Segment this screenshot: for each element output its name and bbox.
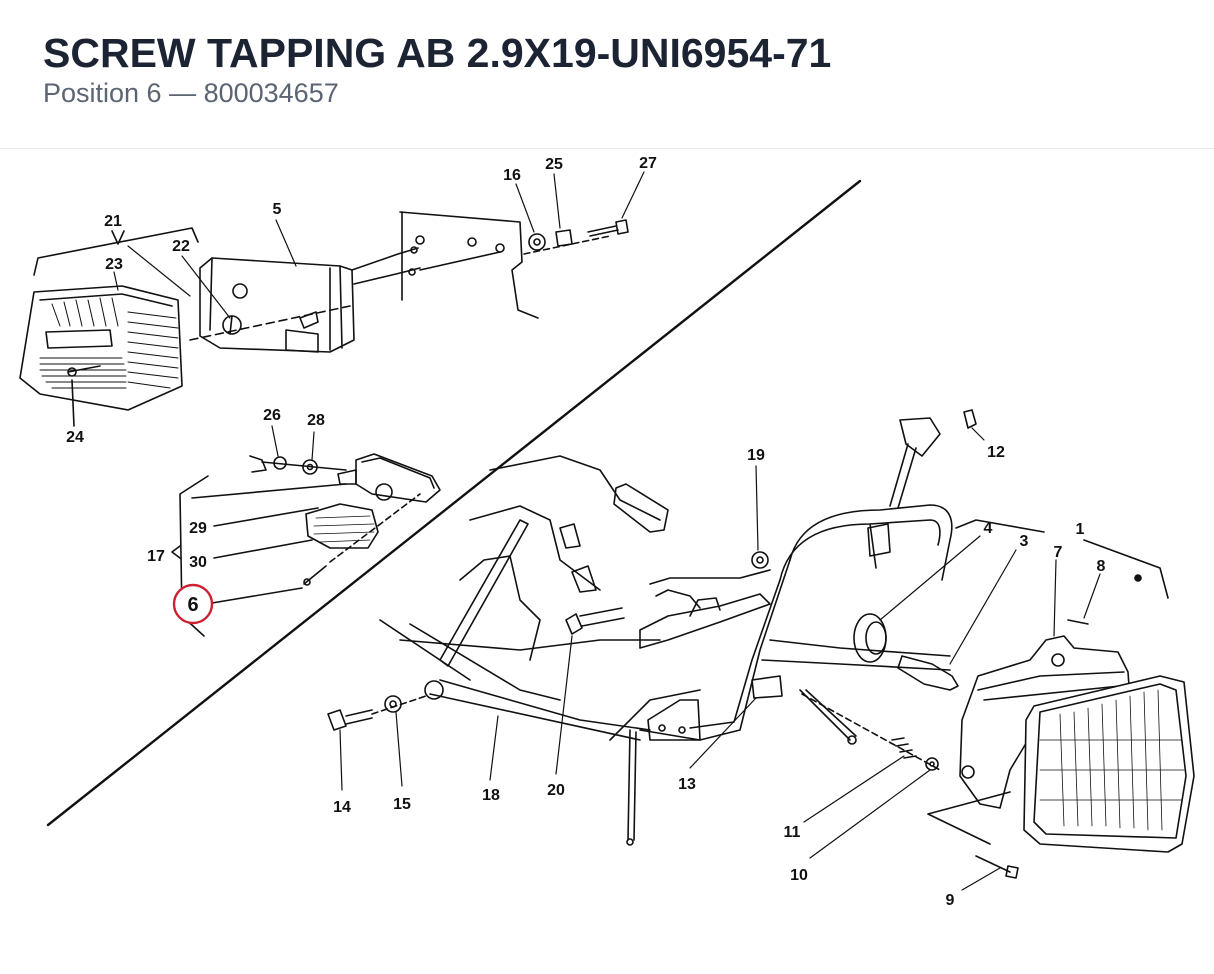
- callout-label-16[interactable]: 16: [503, 167, 521, 184]
- callout-label-21[interactable]: 21: [104, 213, 122, 230]
- indicator-lamp-group: [171, 453, 441, 637]
- callout-labels: 1 3 4 5 7 8 9 10 11 12 13 14 15 16 17 18…: [66, 155, 1105, 909]
- callout-label-28[interactable]: 28: [307, 412, 325, 429]
- exploded-parts-diagram: 1 3 4 5 7 8 9 10 11 12 13 14 15 16 17 18…: [19, 155, 1195, 909]
- frame-headlight-group: [327, 409, 1195, 879]
- rear-lamp-group: [19, 211, 629, 427]
- callout-label-10[interactable]: 10: [790, 867, 808, 884]
- callout-label-27[interactable]: 27: [639, 155, 657, 172]
- callout-label-9[interactable]: 9: [946, 892, 955, 909]
- callout-label-25[interactable]: 25: [545, 156, 563, 173]
- callout-label-6[interactable]: 6: [187, 594, 198, 616]
- callout-label-22[interactable]: 22: [172, 238, 190, 255]
- callout-label-11[interactable]: 11: [784, 824, 801, 841]
- callout-label-26[interactable]: 26: [263, 407, 281, 424]
- callout-label-3[interactable]: 3: [1020, 533, 1029, 550]
- callout-label-15[interactable]: 15: [393, 796, 411, 813]
- callout-label-23[interactable]: 23: [105, 256, 123, 273]
- callout-label-4[interactable]: 4: [984, 520, 993, 537]
- leader-lines: [113, 171, 1101, 891]
- callout-label-13[interactable]: 13: [678, 776, 696, 793]
- callout-label-5[interactable]: 5: [273, 201, 282, 218]
- callout-label-8[interactable]: 8: [1097, 558, 1106, 575]
- callout-label-29[interactable]: 29: [189, 520, 207, 537]
- callout-label-17[interactable]: 17: [147, 548, 165, 565]
- page-header: SCREW TAPPING AB 2.9X19-UNI6954-71 Posit…: [0, 0, 1214, 149]
- callout-label-20[interactable]: 20: [547, 782, 565, 799]
- part-title: SCREW TAPPING AB 2.9X19-UNI6954-71: [43, 30, 832, 76]
- callout-label-7[interactable]: 7: [1054, 544, 1063, 561]
- part-subtitle: Position 6 — 800034657: [43, 78, 339, 108]
- callout-label-19[interactable]: 19: [747, 447, 765, 464]
- callout-label-30[interactable]: 30: [189, 554, 207, 571]
- callout-label-18[interactable]: 18: [482, 787, 500, 804]
- callout-label-1[interactable]: 1: [1076, 521, 1085, 538]
- highlighted-callout-6[interactable]: 6: [172, 583, 214, 625]
- highlight-ring: [172, 583, 214, 625]
- callout-label-24[interactable]: 24: [66, 429, 84, 446]
- callout-label-14[interactable]: 14: [333, 799, 351, 816]
- callout-label-12[interactable]: 12: [987, 444, 1005, 461]
